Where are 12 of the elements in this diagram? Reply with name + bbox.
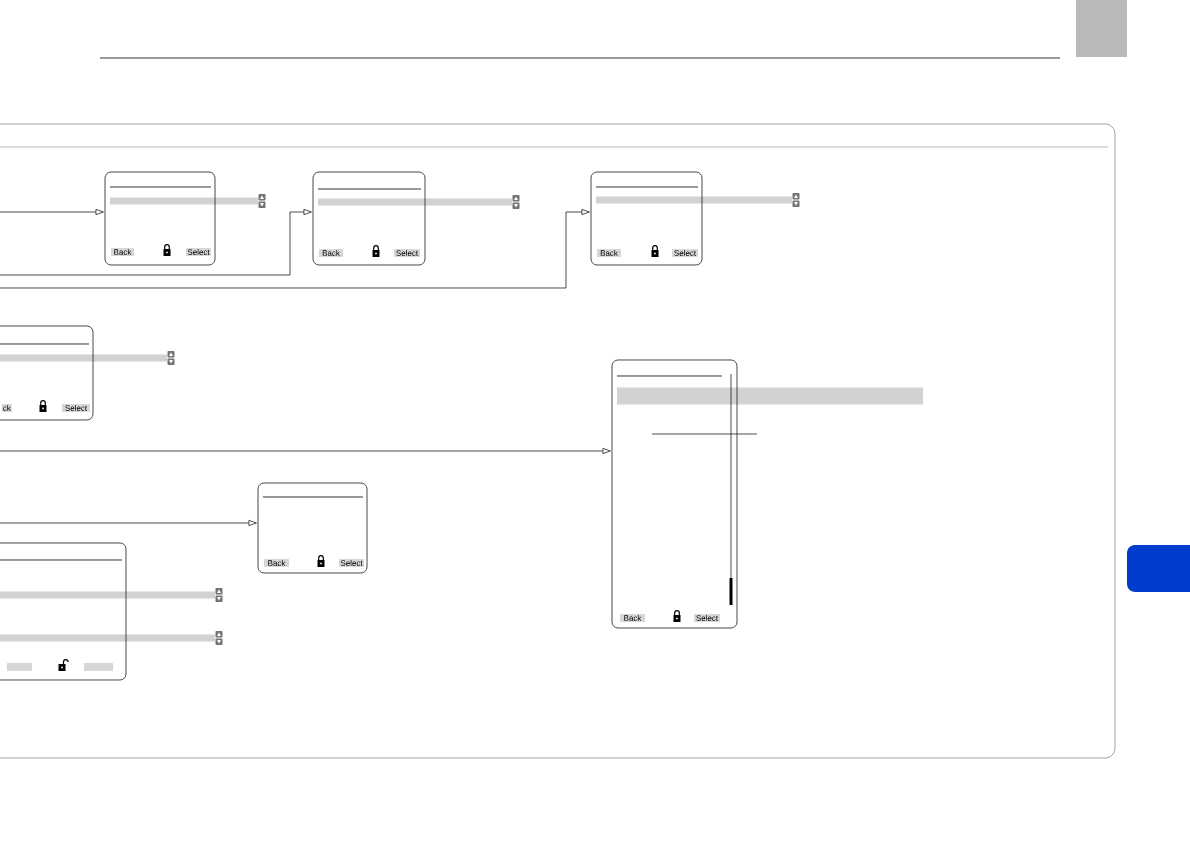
- arrow: [0, 209, 104, 215]
- arrow: [0, 209, 312, 276]
- arrow: [0, 520, 257, 526]
- screen-frame: [0, 542, 127, 681]
- screen-frame: [611, 359, 758, 629]
- screen-frame: [590, 171, 703, 266]
- arrow: [0, 448, 611, 454]
- screen-frame: [0, 325, 94, 421]
- screen-frame: [257, 482, 368, 574]
- arrow: [0, 209, 590, 289]
- screen-frame: [104, 171, 216, 266]
- screen-frame: [312, 171, 426, 266]
